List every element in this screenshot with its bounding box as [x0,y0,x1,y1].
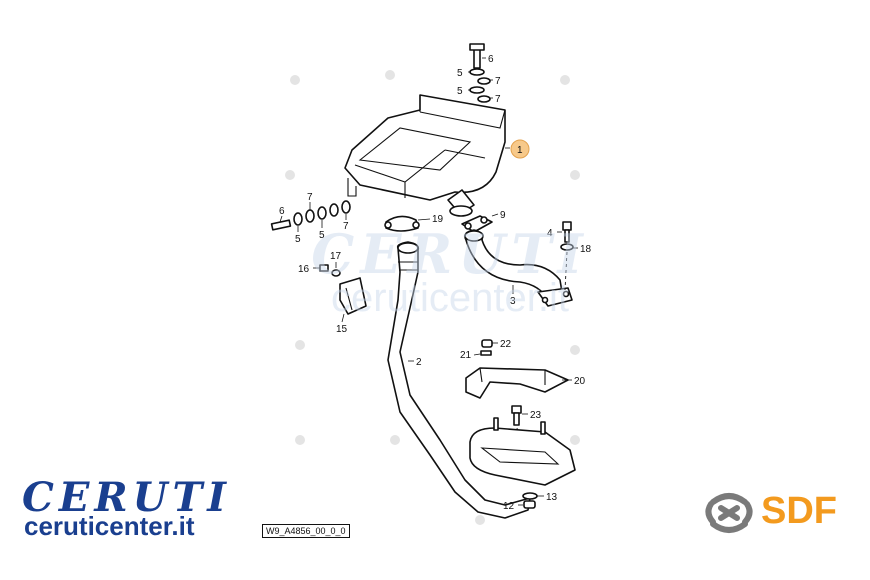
flange-part [461,215,493,233]
callout-17: 17 [330,251,342,262]
callout-6-left: 6 [279,206,285,217]
bolt-washer-right [560,221,574,291]
callout-20: 20 [574,376,586,387]
leader-lines [279,57,578,506]
callout-6-top: 6 [488,54,494,65]
muffler-part [344,94,506,217]
callout-4: 4 [547,228,553,239]
ceruti-site-link[interactable]: ceruticenter.it [24,511,195,541]
callout-labels: 6 5 7 5 7 1 6 7 5 5 7 19 9 4 18 3 17 16 … [279,54,592,512]
sdf-knot-icon [705,493,753,533]
bent-pipe-part [464,229,573,307]
bolt-center [511,405,525,463]
callout-5-top-a: 5 [457,68,463,79]
nut-washer-bottom [522,492,538,509]
callout-5-top-b: 5 [457,86,463,97]
callout-5-left-b: 5 [319,230,325,241]
callout-7-top-b: 7 [495,94,501,105]
tailpipe-part [387,241,531,519]
mounting-hardware-top [469,43,491,103]
callout-12: 12 [503,501,515,512]
callout-1-highlight [510,139,530,159]
callout-9: 9 [500,210,506,221]
callout-23: 23 [530,410,542,421]
callout-3: 3 [510,296,516,307]
mounting-hardware-left [270,200,351,231]
callout-19: 19 [432,214,444,225]
callout-7-left-a: 7 [307,192,313,203]
bracket-left [319,264,367,315]
callout-18: 18 [580,244,592,255]
sdf-wordmark: SDF [761,490,837,532]
lower-bracket-part [469,417,576,486]
heat-shield-part [465,367,569,399]
small-fasteners-mid [480,339,493,356]
sdf-logo: SDF [703,488,853,538]
drawing-code-label: W9_A4856_00_0_0 [262,524,350,538]
callout-1: 1 [517,145,523,156]
callout-2: 2 [416,357,422,368]
ceruti-logo: CERUTI [22,474,231,521]
callout-16: 16 [298,264,310,275]
callout-5-left-a: 5 [295,234,301,245]
callout-15: 15 [336,324,348,335]
callout-7-left-b: 7 [343,221,349,232]
callout-7-top-a: 7 [495,76,501,87]
callout-22: 22 [500,339,512,350]
clamp-part [384,215,420,232]
callout-21: 21 [460,350,472,361]
callout-13: 13 [546,492,558,503]
